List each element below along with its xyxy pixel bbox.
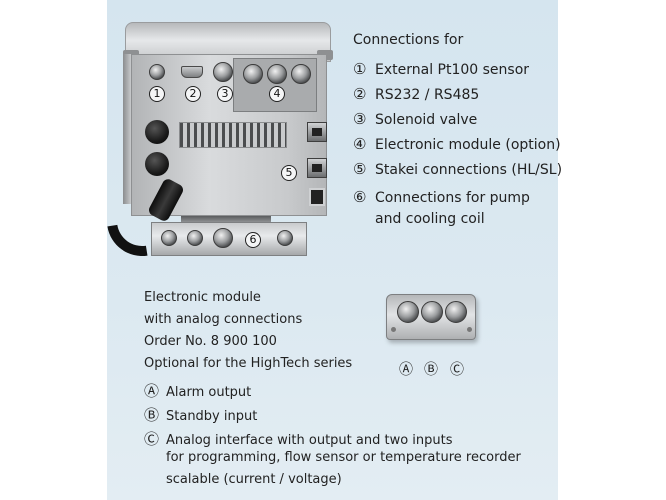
list-item: ③ Solenoid valve xyxy=(353,110,477,128)
pump-connector-2-icon xyxy=(187,230,203,246)
circled-number: ④ xyxy=(353,135,367,153)
list-item-label: Alarm output xyxy=(166,385,252,400)
list-item-label: Connections for pump xyxy=(375,190,530,206)
module-connector-a-icon xyxy=(243,64,263,84)
circled-letter: Ⓐ xyxy=(144,382,160,400)
rs232-port-icon xyxy=(181,66,203,78)
screw-icon xyxy=(467,327,472,332)
power-switch-icon xyxy=(309,188,325,206)
list-item: ② RS232 / RS485 xyxy=(353,85,479,103)
module-mark-c: Ⓒ xyxy=(450,362,464,378)
mains-socket-icon xyxy=(145,120,169,144)
screw-icon xyxy=(391,327,396,332)
module-standby-connector-icon xyxy=(421,301,443,323)
module-line: Order No. 8 900 100 xyxy=(144,334,277,349)
circled-number: ② xyxy=(353,85,367,103)
list-item: ⑤ Stakei connections (HL/SL) xyxy=(353,160,562,178)
list-item: Ⓑ Standby input xyxy=(144,404,257,425)
list-item: ⑥ Connections for pump xyxy=(353,188,530,206)
list-item: ① External Pt100 sensor xyxy=(353,60,529,78)
list-item-label: Standby input xyxy=(166,409,258,424)
module-continuation: for programming, flow sensor or temperat… xyxy=(166,450,521,465)
module-connector-c-icon xyxy=(291,64,311,84)
list-item: Ⓐ Alarm output xyxy=(144,380,251,401)
module-connector-b-icon xyxy=(267,64,287,84)
pump-connector-4-icon xyxy=(277,230,293,246)
list-item-label: Stakei connections (HL/SL) xyxy=(375,162,563,178)
side-rail xyxy=(123,54,133,204)
module-line: Electronic module xyxy=(144,290,261,305)
stakei-port-top-icon xyxy=(307,122,327,142)
list-item-continuation: and cooling coil xyxy=(375,211,485,227)
stakei-port-bottom-icon xyxy=(307,158,327,178)
fuse-holder-icon xyxy=(145,152,169,176)
list-item-label: External Pt100 sensor xyxy=(375,62,530,78)
list-item: ④ Electronic module (option) xyxy=(353,135,561,153)
photo-mark-2: 2 xyxy=(185,86,201,102)
pt100-connector-icon xyxy=(149,64,165,80)
list-item-label: Solenoid valve xyxy=(375,112,478,128)
module-alarm-connector-icon xyxy=(397,301,419,323)
photo-mark-1: 1 xyxy=(149,86,165,102)
list-item-label: Electronic module (option) xyxy=(375,137,561,153)
solenoid-connector-icon xyxy=(213,62,233,82)
photo-mark-5: 5 xyxy=(281,165,297,181)
thermostat-rear-view: 1 2 3 4 5 6 xyxy=(93,10,333,270)
photo-mark-4: 4 xyxy=(269,86,285,102)
circled-number: ③ xyxy=(353,110,367,128)
list-item-label: RS232 / RS485 xyxy=(375,87,480,103)
list-item-label: Analog interface with output and two inp… xyxy=(166,433,453,448)
module-line: Optional for the HighTech series xyxy=(144,356,353,371)
module-analog-connector-icon xyxy=(445,301,467,323)
electronic-module-photo xyxy=(386,294,476,340)
module-line: with analog connections xyxy=(144,312,303,327)
photo-mark-6: 6 xyxy=(245,232,261,248)
document-panel: 1 2 3 4 5 6 Connections for ① External Pt… xyxy=(93,0,562,500)
module-mark-b: Ⓑ xyxy=(424,362,438,378)
module-mark-a: Ⓐ xyxy=(399,362,413,378)
photo-mark-3: 3 xyxy=(217,86,233,102)
circled-letter: Ⓑ xyxy=(144,406,160,424)
pipe xyxy=(181,216,271,224)
circled-number: ⑥ xyxy=(353,188,367,206)
pump-connector-3-icon xyxy=(213,228,233,248)
pump-connector-1-icon xyxy=(161,230,177,246)
module-continuation: scalable (current / voltage) xyxy=(166,472,342,487)
list-item: Ⓒ Analog interface with output and two in… xyxy=(144,428,453,449)
connections-title: Connections for xyxy=(353,32,464,48)
circled-number: ⑤ xyxy=(353,160,367,178)
vent-grille xyxy=(179,122,287,148)
circled-number: ① xyxy=(353,60,367,78)
circled-letter: Ⓒ xyxy=(144,430,160,448)
